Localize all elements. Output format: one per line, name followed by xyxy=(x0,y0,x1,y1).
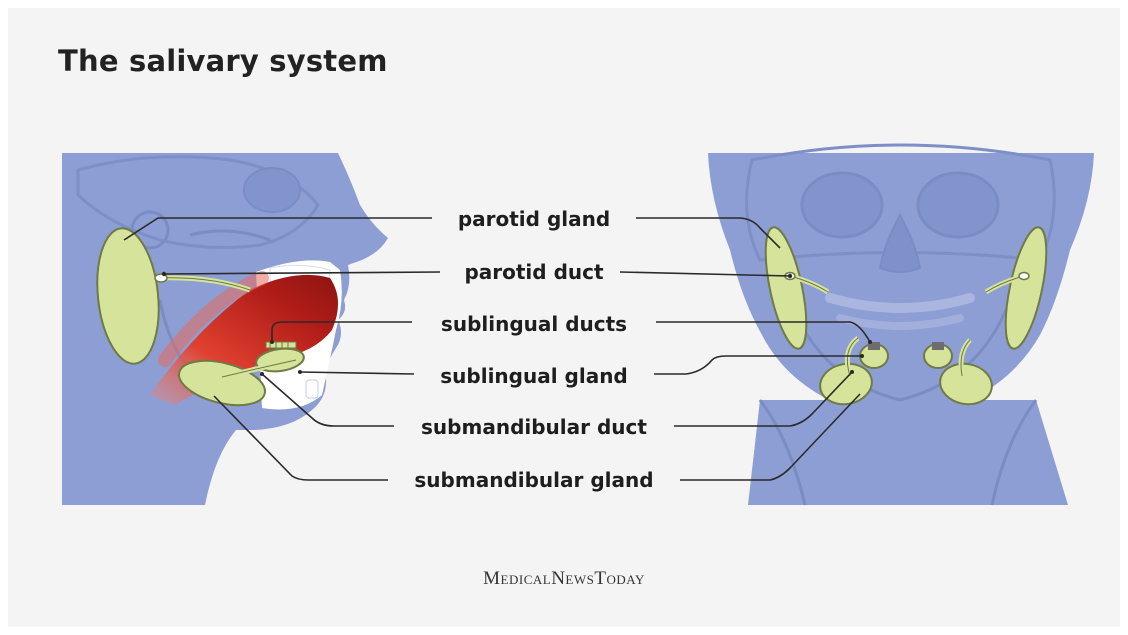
label-submandibular-duct: submandibular duct xyxy=(384,415,684,439)
front-eye-socket-right xyxy=(918,173,998,237)
side-head-illustration xyxy=(62,153,388,505)
label-parotid-duct: parotid duct xyxy=(384,260,684,284)
side-lower-tooth xyxy=(306,380,318,398)
front-sublingual-ducts-right xyxy=(932,342,944,350)
label-sublingual-gland: sublingual gland xyxy=(384,364,684,388)
front-eye-socket-left xyxy=(802,173,882,237)
brand-logo: MedicalNewsToday xyxy=(0,568,1128,590)
label-submandibular-gland: submandibular gland xyxy=(384,468,684,492)
side-eye-socket xyxy=(244,168,300,212)
front-head-illustration xyxy=(708,145,1094,505)
label-sublingual-ducts: sublingual ducts xyxy=(384,312,684,336)
label-parotid-gland: parotid gland xyxy=(384,207,684,231)
